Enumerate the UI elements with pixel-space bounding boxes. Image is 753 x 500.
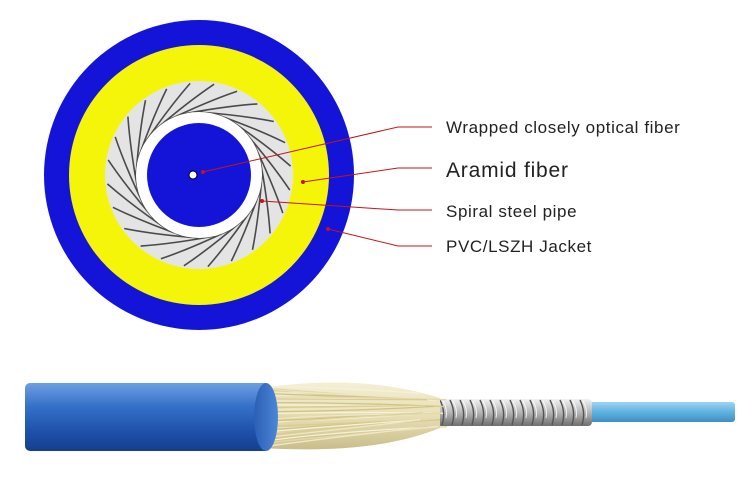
label-wrapped-optical-fiber: Wrapped closely optical fiber — [446, 118, 680, 137]
label-spiral-steel-pipe: Spiral steel pipe — [446, 202, 577, 221]
leader-dot-jacket — [326, 227, 330, 231]
aramid-strand — [261, 405, 426, 411]
leader-wrapped-fiber — [202, 126, 432, 173]
outer-jacket-body — [25, 383, 270, 451]
steel-coil-highlight — [532, 400, 538, 419]
steel-coil — [529, 399, 535, 426]
steel-coil — [579, 399, 585, 426]
steel-coil — [539, 399, 545, 426]
steel-coil — [479, 399, 485, 426]
leader-aramid — [302, 167, 432, 183]
label-pvc-lszh-jacket: PVC/LSZH Jacket — [446, 237, 592, 256]
leader-lines — [201, 126, 432, 247]
steel-coil-highlight — [442, 400, 448, 419]
steel-coil-highlight — [512, 400, 518, 419]
steel-coil — [549, 399, 555, 426]
aramid-fiber-strands — [261, 382, 448, 450]
steel-coil — [499, 399, 505, 426]
steel-coil — [489, 399, 495, 426]
steel-coil-highlight — [492, 400, 498, 419]
steel-pipe-coils — [439, 399, 588, 426]
steel-coil — [569, 399, 575, 426]
aramid-strand — [261, 425, 438, 448]
leader-dot-wrapped — [201, 170, 205, 174]
steel-coil — [469, 399, 475, 426]
leader-jacket — [327, 228, 432, 247]
steel-coil-highlight — [472, 400, 478, 419]
steel-coil — [559, 399, 565, 426]
bare-optical-fiber — [585, 402, 735, 422]
aramid-strand — [261, 419, 422, 433]
steel-coil — [519, 399, 525, 426]
leader-dot-aramid — [301, 180, 305, 184]
steel-coil-highlight — [542, 400, 548, 419]
steel-coil-highlight — [562, 400, 568, 419]
inner-blue-tube — [147, 123, 251, 227]
aramid-strand — [261, 419, 440, 437]
aramid-strand — [261, 385, 421, 394]
leader-steel — [261, 200, 432, 211]
steel-coil-highlight — [582, 400, 588, 419]
leader-dot-steel — [260, 199, 264, 203]
cable-cross-section — [44, 20, 354, 330]
steel-coil-highlight — [482, 400, 488, 419]
aramid-strand — [261, 405, 435, 413]
steel-coil-highlight — [552, 400, 558, 419]
steel-coil-highlight — [452, 400, 458, 419]
steel-coil-highlight — [462, 400, 468, 419]
aramid-strand — [261, 419, 421, 439]
label-aramid-fiber: Aramid fiber — [446, 159, 569, 182]
steel-coil-highlight — [572, 400, 578, 419]
outer-jacket-end — [254, 383, 278, 451]
aramid-strand — [261, 412, 442, 426]
optical-fiber-core — [188, 170, 198, 180]
steel-pipe-body — [430, 399, 592, 426]
aramid-strand — [261, 396, 447, 401]
steel-coil — [509, 399, 515, 426]
steel-coil — [439, 399, 445, 426]
steel-coil — [449, 399, 455, 426]
steel-coil-highlight — [502, 400, 508, 419]
steel-coil-highlight — [522, 400, 528, 419]
aramid-strand — [261, 398, 428, 401]
cable-side-view — [25, 382, 735, 451]
steel-coil — [459, 399, 465, 426]
